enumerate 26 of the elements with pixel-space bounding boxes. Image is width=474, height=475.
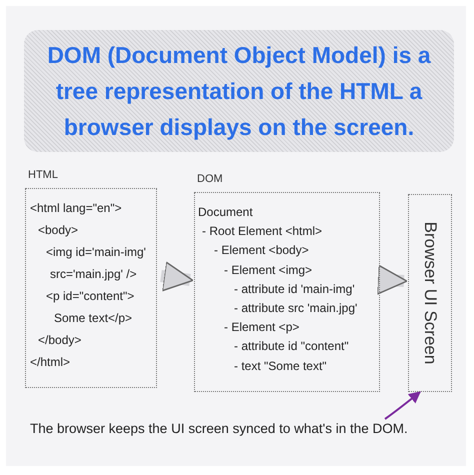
title-text: DOM (Document Object Model) is a tree representation of the HTML a browser displays on the screen. — [46, 41, 432, 142]
code-line: <img id='main-img' — [45, 244, 147, 261]
tree-item: Document — [198, 204, 254, 221]
tree-item: - Element <p> — [223, 319, 300, 336]
code-line: <p id="content"> — [45, 288, 136, 305]
screen-box — [408, 194, 452, 392]
code-line: Some text</p> — [53, 310, 134, 327]
tree-item: - attribute id 'main-img' — [233, 280, 356, 298]
code-line: src='main.jpg' /> — [49, 266, 138, 283]
screen-label: Browser UI Screen — [420, 222, 440, 364]
panel-heading: HTML — [28, 169, 58, 181]
tree-item: - attribute id "content" — [233, 338, 350, 356]
code-line: </html> — [30, 354, 72, 371]
code-line: <html lang="en"> — [30, 200, 123, 217]
panel-heading: DOM — [197, 173, 223, 185]
tree-item: - text "Some text" — [233, 358, 328, 375]
arrow — [384, 391, 421, 420]
code-line: </body> — [37, 332, 82, 349]
code-line: <body> — [37, 222, 80, 239]
tree-item: - Root Element <html> — [201, 223, 324, 240]
tree-item: - attribute src 'main.jpg' — [233, 300, 358, 318]
block-arrow — [376, 264, 408, 295]
tree-item: - Element <img> — [223, 262, 314, 279]
caption-text: The browser keeps the UI screen synced to what's in the DOM. — [30, 421, 408, 436]
tree-item: - Element <body> — [213, 242, 310, 260]
block-arrow — [160, 261, 194, 292]
